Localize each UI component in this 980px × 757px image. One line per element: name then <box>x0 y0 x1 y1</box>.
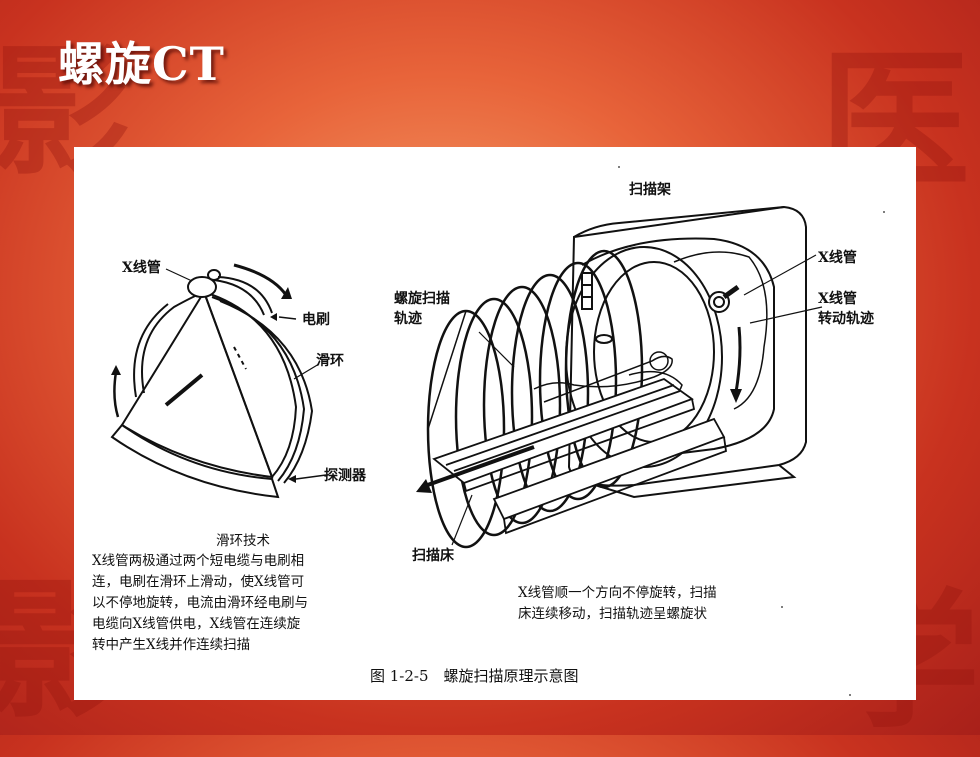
slide-title: 螺旋CT <box>58 37 225 91</box>
spiral-description: X线管顺一个方向不停旋转，扫描 床连续移动，扫描轨迹呈螺旋状 <box>518 585 717 622</box>
label-slip-ring: 滑环 <box>316 353 344 369</box>
label-spiral-path: 螺旋扫描 轨迹 <box>394 291 450 327</box>
figure-caption: 图 1-2-5 螺旋扫描原理示意图 <box>370 667 579 685</box>
spiral-scan-path <box>426 249 644 549</box>
label-xray-tube-left: X线管 <box>122 260 161 276</box>
label-brush: 电刷 <box>302 312 330 328</box>
label-scan-bed: 扫描床 <box>412 548 454 564</box>
spiral-ct-diagram <box>110 166 885 696</box>
label-gantry: 扫描架 <box>629 182 671 198</box>
label-detector: 探测器 <box>324 468 366 484</box>
label-xray-tube-right: X线管 <box>818 250 857 266</box>
slip-ring-title: 滑环技术 <box>216 533 270 549</box>
label-tube-rotation-path: X线管 转动轨迹 <box>818 291 874 327</box>
diagram-panel: 扫描架 X线管 电刷 滑环 探测器 螺旋扫描 轨迹 X线管 X线管 转动轨迹 扫… <box>74 147 916 700</box>
slip-ring-description: X线管两极通过两个短电缆与电刷相 连，电刷在滑环上滑动，使X线管可 以不停地旋转… <box>92 553 308 653</box>
scan-bed-illustration <box>416 331 727 546</box>
xray-tube-icon <box>187 276 217 298</box>
slip-ring-assembly <box>110 263 327 499</box>
